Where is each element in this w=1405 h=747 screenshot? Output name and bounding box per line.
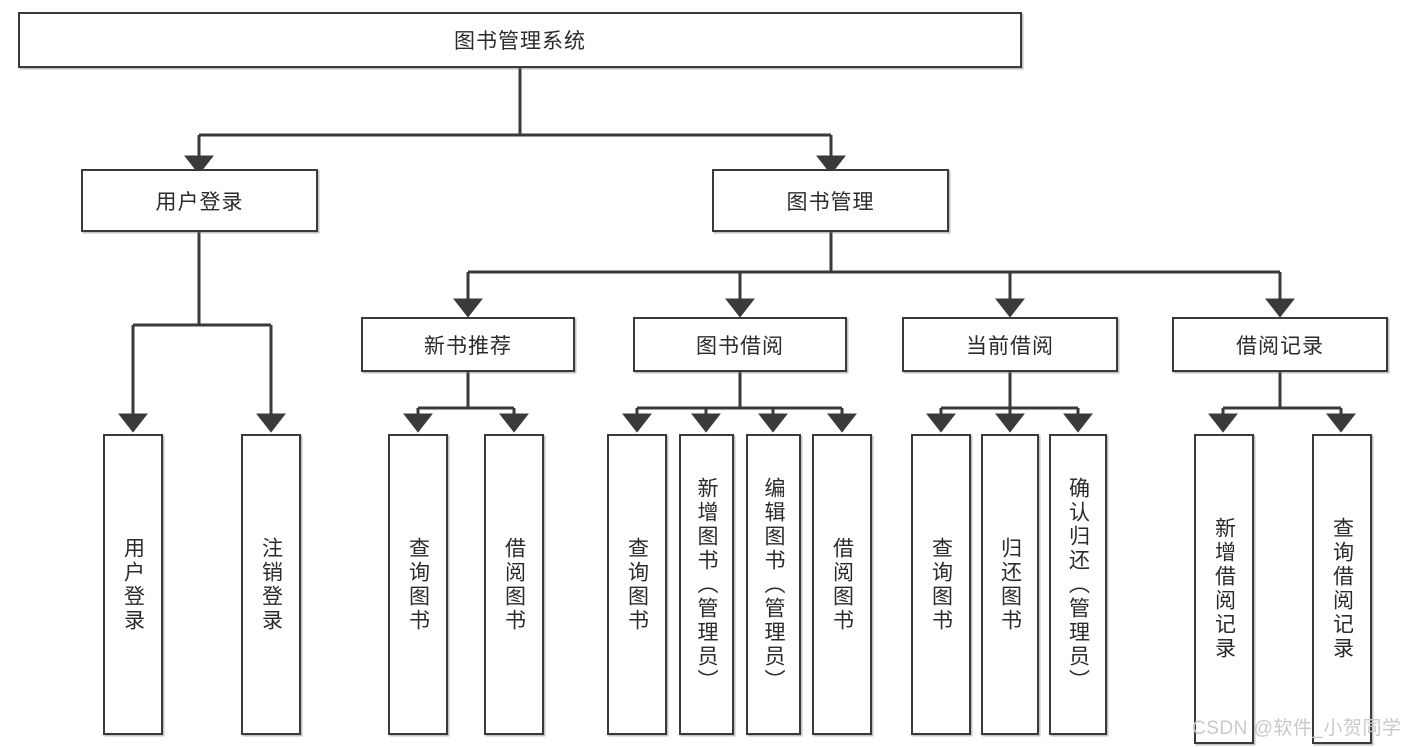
node-leaf-borrow-book-1[interactable]: 借阅图书 (484, 434, 544, 735)
node-leaf-borrow-book-2[interactable]: 借阅图书 (812, 434, 872, 735)
node-leaf-user-logout[interactable]: 注销登录 (241, 434, 301, 735)
watermark: CSDN @软件_小贺同学 (1192, 718, 1402, 739)
node-leaf-query-record[interactable]: 查询借阅记录 (1312, 434, 1372, 744)
node-leaf-query-book-1-label: 查询图书 (406, 536, 430, 633)
node-leaf-confirm-return-label: 确认归还（管理员） (1066, 476, 1090, 693)
node-leaf-borrow-book-1-label: 借阅图书 (502, 536, 526, 633)
node-user-login[interactable]: 用户登录 (81, 169, 318, 232)
node-leaf-add-book[interactable]: 新增图书（管理员） (679, 434, 734, 735)
node-leaf-query-book-3[interactable]: 查询图书 (911, 434, 971, 735)
node-leaf-confirm-return[interactable]: 确认归还（管理员） (1049, 434, 1107, 735)
node-current-borrow[interactable]: 当前借阅 (902, 317, 1118, 372)
node-leaf-query-book-2[interactable]: 查询图书 (607, 434, 667, 735)
node-leaf-borrow-book-2-label: 借阅图书 (830, 536, 854, 633)
node-leaf-user-login-label: 用户登录 (121, 536, 145, 633)
node-leaf-return-book-label: 归还图书 (998, 536, 1022, 633)
node-leaf-add-book-label: 新增图书（管理员） (695, 476, 718, 693)
node-leaf-query-book-1[interactable]: 查询图书 (388, 434, 448, 735)
node-user-login-label: 用户登录 (155, 190, 244, 214)
node-book-borrow-label: 图书借阅 (696, 334, 784, 358)
node-leaf-add-record[interactable]: 新增借阅记录 (1194, 434, 1254, 744)
node-book-borrow[interactable]: 图书借阅 (633, 317, 847, 372)
node-borrow-record[interactable]: 借阅记录 (1172, 317, 1388, 372)
node-leaf-return-book[interactable]: 归还图书 (981, 434, 1039, 735)
node-book-manage[interactable]: 图书管理 (712, 169, 949, 232)
node-current-borrow-label: 当前借阅 (966, 334, 1054, 358)
node-new-book-rec[interactable]: 新书推荐 (361, 317, 575, 372)
node-leaf-query-record-label: 查询借阅记录 (1330, 517, 1354, 661)
node-leaf-add-record-label: 新增借阅记录 (1212, 517, 1236, 661)
node-leaf-query-book-3-label: 查询图书 (929, 536, 953, 633)
node-leaf-user-logout-label: 注销登录 (259, 536, 283, 633)
node-root[interactable]: 图书管理系统 (18, 12, 1022, 68)
node-leaf-edit-book[interactable]: 编辑图书（管理员） (746, 434, 801, 735)
node-book-manage-label: 图书管理 (786, 190, 875, 214)
node-leaf-query-book-2-label: 查询图书 (625, 536, 649, 633)
node-root-label: 图书管理系统 (454, 30, 586, 53)
node-new-book-rec-label: 新书推荐 (424, 334, 512, 358)
node-borrow-record-label: 借阅记录 (1236, 334, 1324, 358)
node-leaf-user-login[interactable]: 用户登录 (103, 434, 163, 735)
node-leaf-edit-book-label: 编辑图书（管理员） (762, 476, 785, 693)
